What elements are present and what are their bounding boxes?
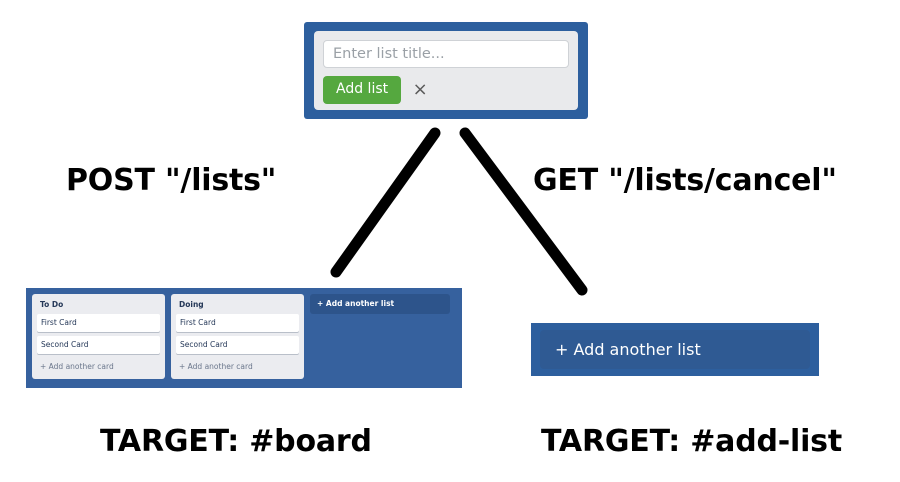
add-another-card-button[interactable]: + Add another card xyxy=(179,362,253,371)
add-list-button[interactable]: Add list xyxy=(323,76,402,105)
list-card[interactable]: First Card xyxy=(176,314,299,332)
post-lists-edge xyxy=(330,127,441,278)
board-add-another-list-button[interactable]: + Add another list xyxy=(310,294,450,314)
target-board-label: TARGET: #board xyxy=(100,424,372,459)
add-list-form-panel: Add list × xyxy=(314,31,578,110)
add-list-target-panel: + Add another list xyxy=(531,323,819,376)
get-lists-cancel-edge xyxy=(459,127,588,296)
board-list-to-do: To Do First Card Second Card + Add anoth… xyxy=(32,294,165,379)
target-add-list-label: TARGET: #add-list xyxy=(541,424,842,459)
list-title-input[interactable] xyxy=(323,40,569,68)
board-mock: To Do First Card Second Card + Add anoth… xyxy=(26,288,462,388)
close-icon[interactable]: × xyxy=(412,79,428,101)
add-list-form-actions: Add list × xyxy=(323,76,569,105)
add-another-list-button[interactable]: + Add another list xyxy=(540,330,810,369)
list-card[interactable]: First Card xyxy=(37,314,160,332)
list-title: To Do xyxy=(40,300,64,309)
list-card[interactable]: Second Card xyxy=(176,336,299,354)
get-lists-cancel-label: GET "/lists/cancel" xyxy=(533,163,837,198)
board-list-doing: Doing First Card Second Card + Add anoth… xyxy=(171,294,304,379)
list-title: Doing xyxy=(179,300,204,309)
list-card[interactable]: Second Card xyxy=(37,336,160,354)
post-lists-label: POST "/lists" xyxy=(66,163,277,198)
add-list-form-widget: Add list × xyxy=(304,22,588,119)
add-another-card-button[interactable]: + Add another card xyxy=(40,362,114,371)
